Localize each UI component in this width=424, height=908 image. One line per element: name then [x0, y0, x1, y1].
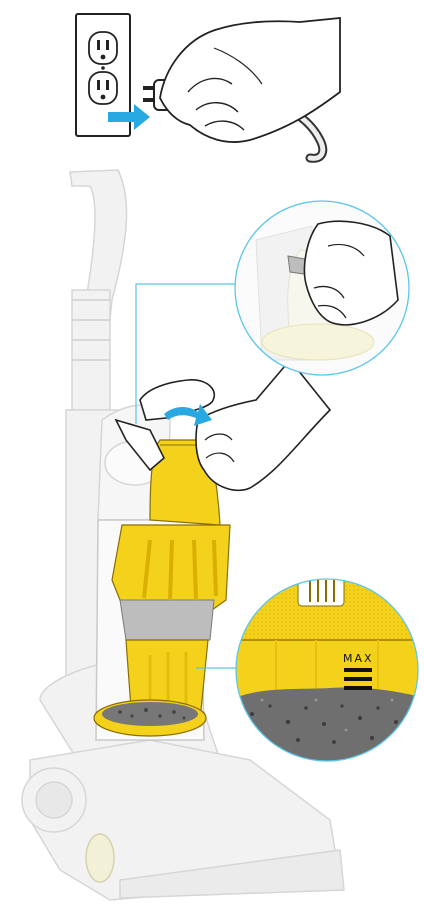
zoom-callout-max: MAX	[230, 578, 424, 770]
max-label: MAX	[343, 652, 374, 665]
step-unplug	[76, 14, 340, 158]
zoom-callout-catch	[235, 200, 415, 380]
max-line	[344, 668, 372, 672]
